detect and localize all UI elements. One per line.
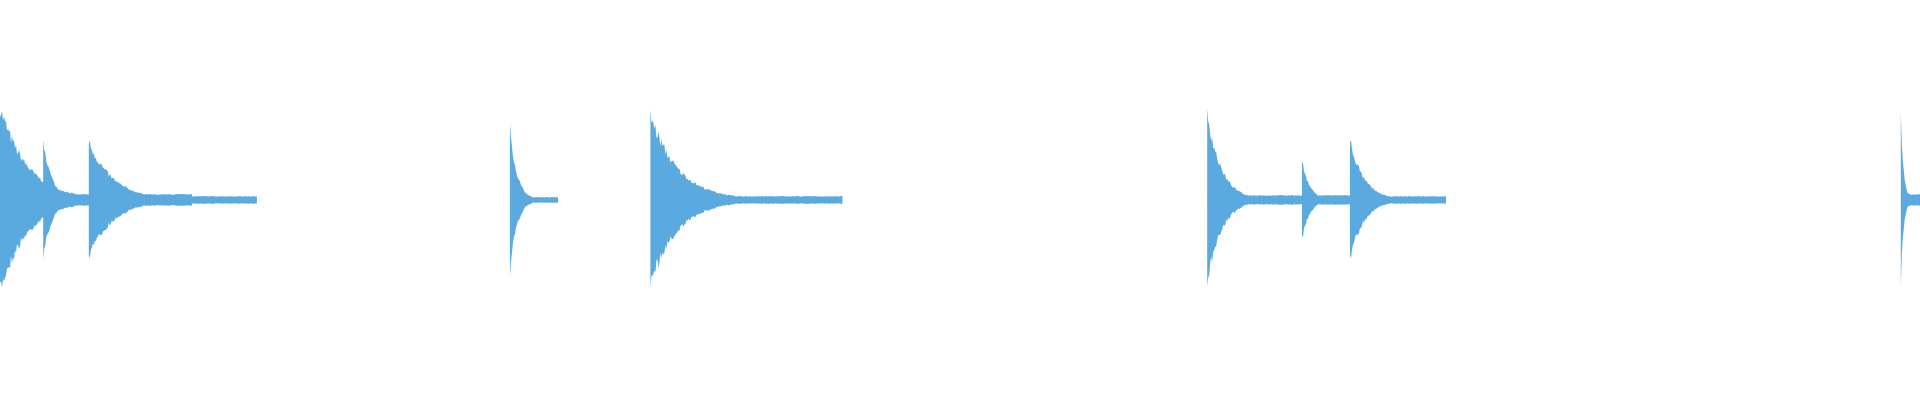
waveform-tail-4 — [650, 199, 843, 201]
waveform-clips — [0, 108, 1920, 288]
waveform-tail-7 — [1350, 199, 1446, 201]
waveform-tail-5 — [1207, 199, 1304, 201]
waveform-tail-3 — [510, 199, 558, 201]
waveform-tail-8 — [1900, 199, 1920, 201]
waveform-tail-6 — [1302, 199, 1356, 201]
waveform-tail-2 — [88, 199, 257, 201]
waveform-tail-1 — [43, 199, 104, 201]
waveform-hit-4 — [650, 109, 843, 287]
waveform-hit-5 — [1207, 108, 1304, 287]
